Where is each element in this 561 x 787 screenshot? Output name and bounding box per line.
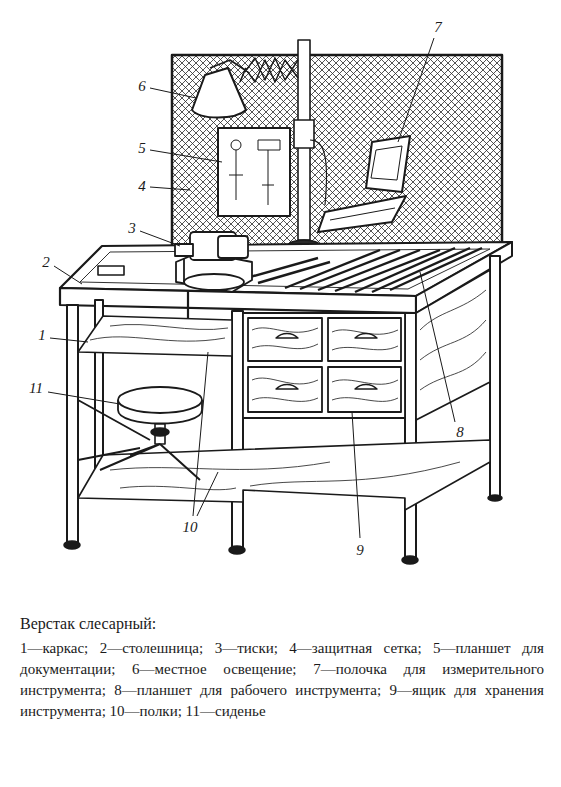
frame bbox=[67, 256, 500, 558]
shelf-edge bbox=[330, 208, 395, 220]
figure-caption: 1—каркас; 2—столешница; 3—тиски; 4—защит… bbox=[20, 638, 544, 722]
board-drawing bbox=[229, 140, 280, 205]
block bbox=[98, 266, 124, 275]
callout-number: 1 bbox=[38, 328, 46, 343]
side-grain bbox=[420, 290, 486, 390]
drawer-grain bbox=[252, 328, 398, 402]
tabletop-front bbox=[60, 288, 416, 313]
drawer-cabinet bbox=[243, 313, 405, 418]
lamp-shade bbox=[192, 68, 246, 118]
side-panel bbox=[416, 270, 490, 420]
callout-number: 6 bbox=[138, 79, 146, 94]
callout-number: 8 bbox=[456, 425, 464, 440]
lamp-arm bbox=[245, 58, 298, 82]
callout-number: 10 bbox=[183, 520, 198, 535]
wood-grain bbox=[90, 324, 228, 341]
upper-shelf bbox=[78, 316, 232, 356]
instrument-shelf bbox=[318, 196, 406, 232]
figure-title: Верстак слесарный: bbox=[20, 615, 156, 633]
callout-number: 3 bbox=[128, 221, 136, 236]
vise bbox=[175, 232, 252, 292]
lower-shelf bbox=[78, 440, 490, 510]
callout-number: 4 bbox=[138, 179, 146, 194]
callout-number: 5 bbox=[138, 141, 146, 156]
shelf-inner bbox=[371, 146, 402, 180]
instrument-shelf-lid bbox=[366, 136, 410, 192]
leg-feet bbox=[64, 495, 502, 564]
leader-lines bbox=[48, 38, 455, 538]
callout-number: 11 bbox=[29, 381, 43, 396]
lamp-clamp bbox=[294, 120, 314, 148]
callout-number: 7 bbox=[434, 20, 442, 35]
document-board bbox=[218, 128, 290, 216]
lamp-cable bbox=[310, 140, 327, 205]
callout-number: 2 bbox=[42, 255, 50, 270]
callout-number: 9 bbox=[356, 543, 364, 558]
shelf-grain bbox=[110, 462, 460, 490]
stool bbox=[78, 387, 202, 480]
tool-board bbox=[250, 248, 482, 292]
drawer-handles bbox=[276, 334, 377, 390]
protective-mesh bbox=[172, 55, 502, 247]
mesh-frame bbox=[172, 55, 502, 247]
